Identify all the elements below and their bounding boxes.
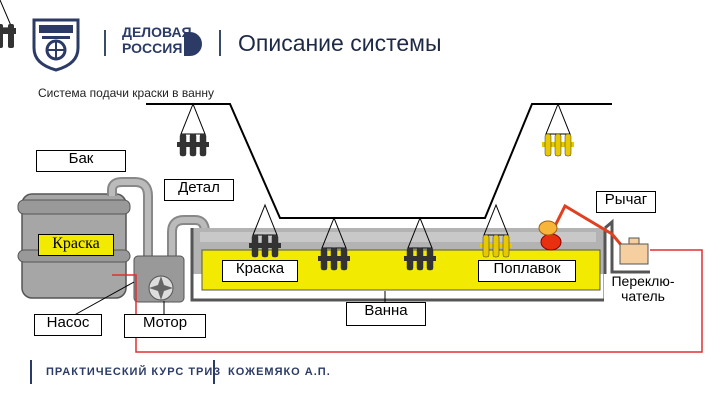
label-paint-bath: Краска <box>222 260 298 282</box>
footer-author: КОЖЕМЯКО А.П. <box>228 366 331 378</box>
footer-course: ПРАКТИЧЕСКИЙ КУРС ТРИЗ <box>46 366 222 378</box>
footer-divider <box>213 360 215 384</box>
label-switch: Переклю- чатель <box>604 273 682 314</box>
label-paint-tank: Краска <box>38 234 114 256</box>
label-float: Поплавок <box>478 260 576 282</box>
highlight-frame <box>112 249 703 353</box>
brand-logo: ДЕЛОВАЯ РОССИЯ <box>122 24 204 64</box>
hanging-part-dark <box>0 0 16 48</box>
conveyor-track <box>146 103 612 219</box>
label-motor: Мотор <box>124 314 206 338</box>
hanging-part-dark <box>318 216 350 271</box>
label-part: Детал <box>164 179 234 201</box>
header-divider <box>104 30 106 56</box>
hanging-part-dark <box>404 216 436 271</box>
emblem-logo <box>30 16 82 72</box>
brand-line-1: ДЕЛОВАЯ <box>122 24 192 40</box>
label-tank: Бак <box>36 150 126 172</box>
brand-line-2: РОССИЯ <box>122 40 183 56</box>
float-ball <box>538 220 558 236</box>
diagram-subtitle: Система подачи краски в ванну <box>38 86 215 100</box>
header-divider <box>219 30 221 56</box>
hanging-part-yellow <box>542 102 574 157</box>
label-lever: Рычаг <box>596 191 656 213</box>
hanging-part-yellow <box>480 203 512 258</box>
hanging-part-dark <box>249 203 281 258</box>
label-pump: Насос <box>34 314 102 336</box>
page-title: Описание системы <box>238 30 442 56</box>
footer-divider <box>30 360 32 384</box>
lever-arm <box>546 203 624 247</box>
label-bath: Ванна <box>346 302 426 326</box>
brand-mark-icon <box>184 32 202 56</box>
hanging-part-dark <box>177 102 209 157</box>
